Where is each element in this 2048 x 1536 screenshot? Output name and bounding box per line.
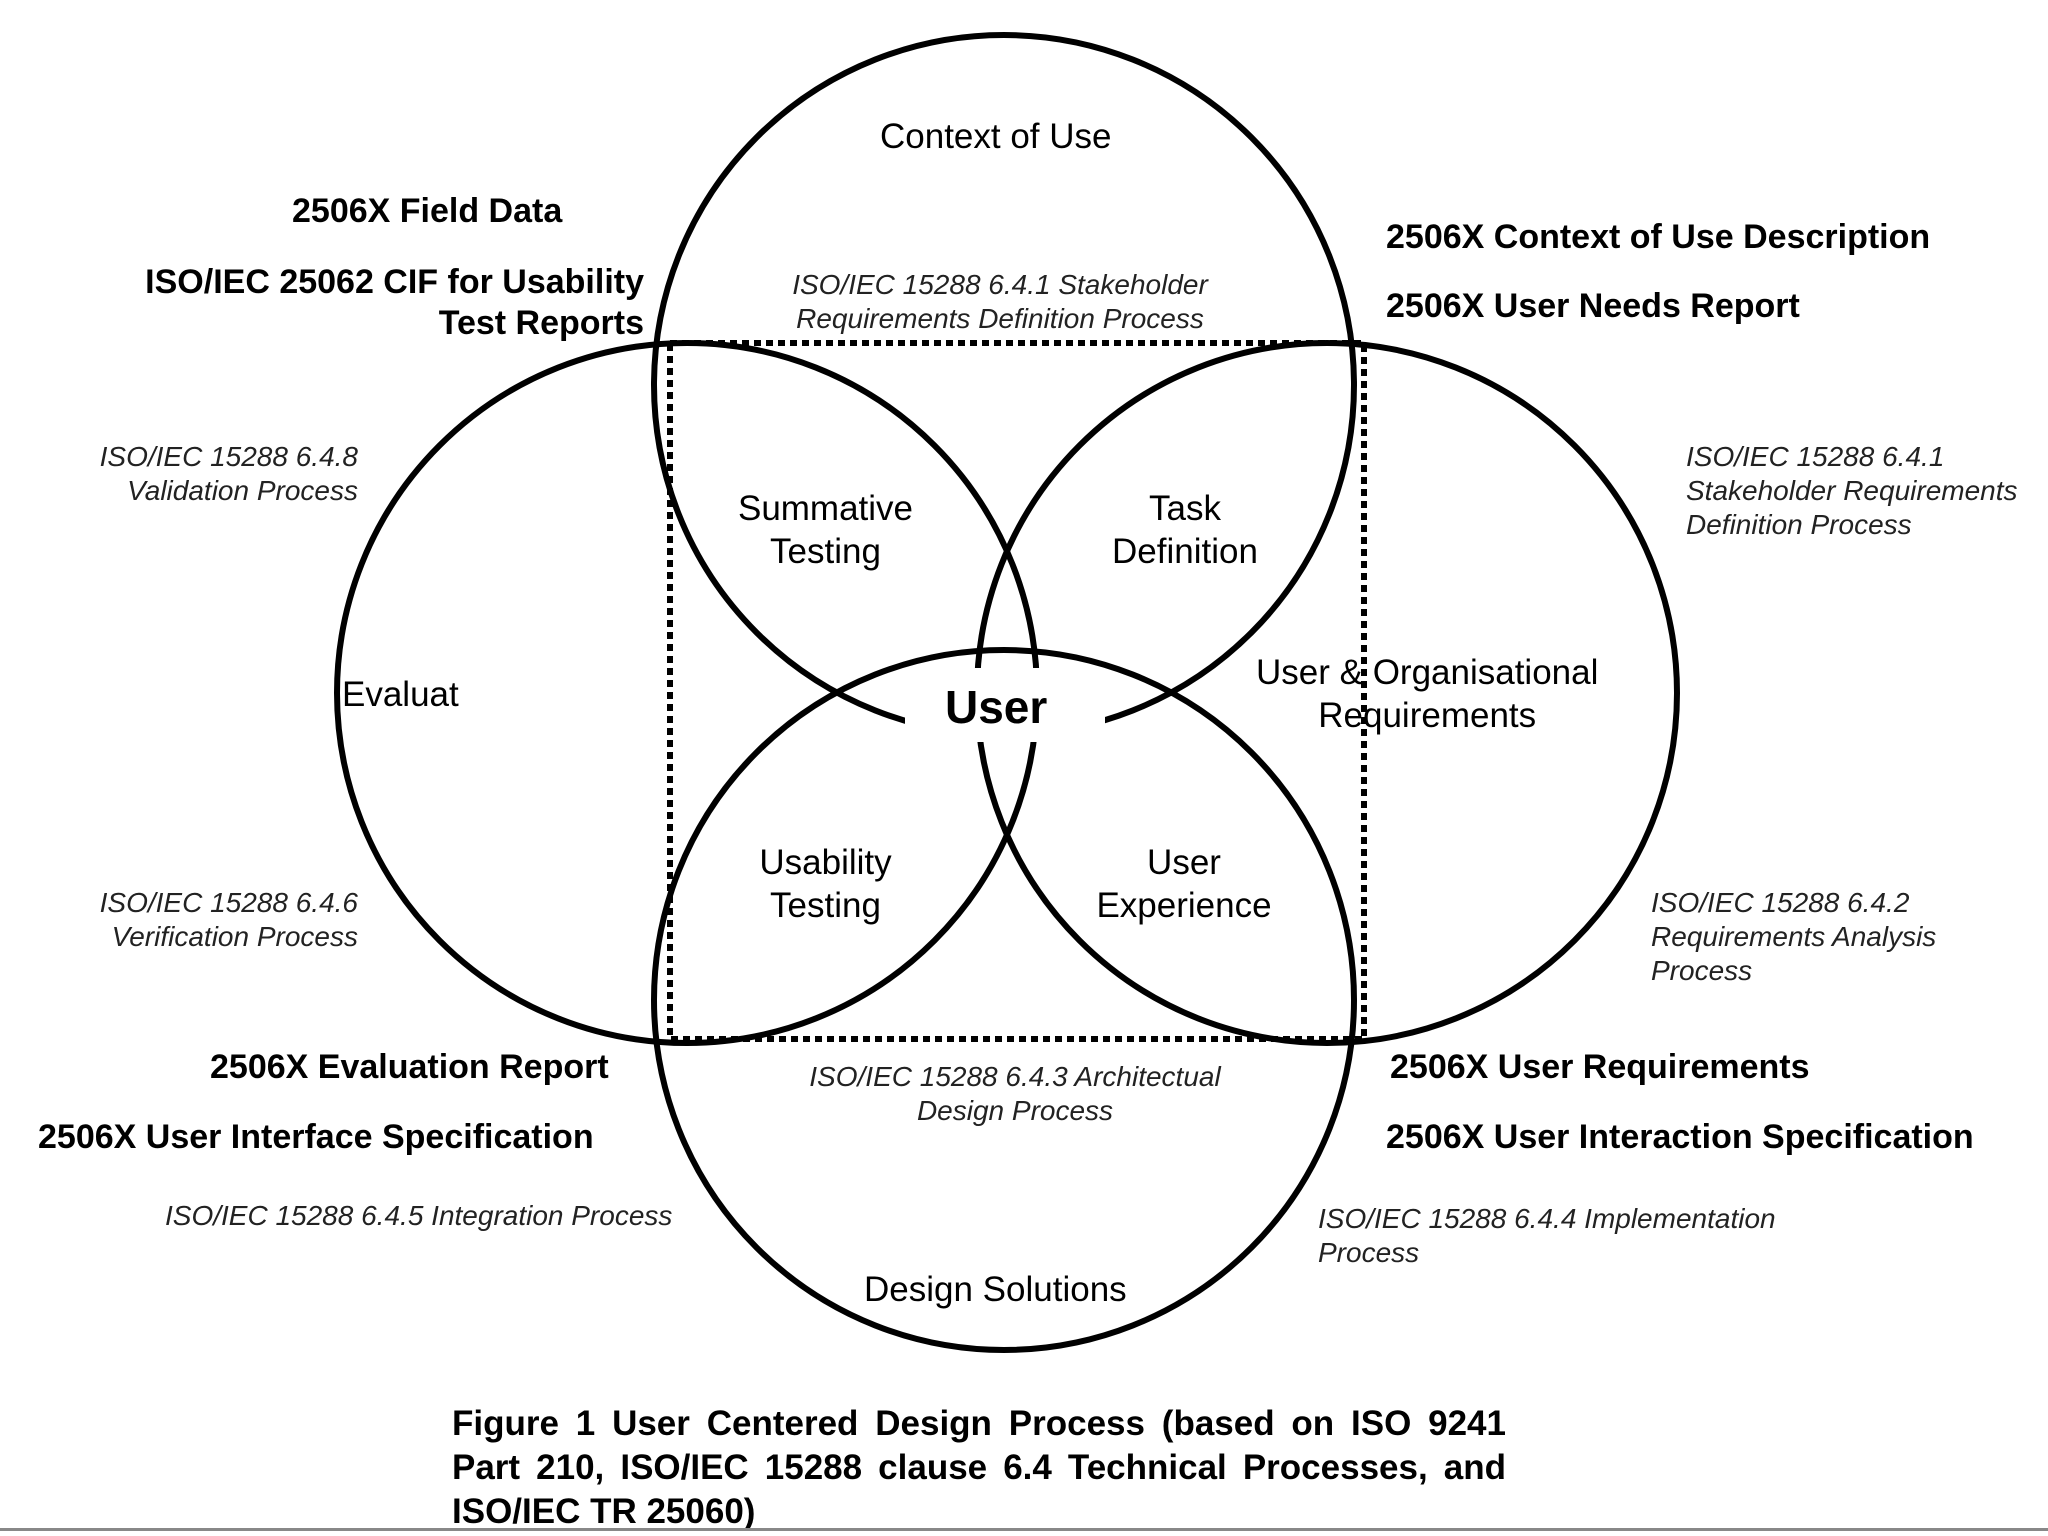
label-summative-testing: Summative Testing xyxy=(737,489,914,571)
circle-design-solutions xyxy=(651,647,1357,1353)
label-user: User xyxy=(945,681,1048,733)
output-user-needs: 2506X User Needs Report xyxy=(1386,287,1800,325)
process-verification: ISO/IEC 15288 6.4.6 Verification Process xyxy=(99,887,358,953)
process-implementation: ISO/IEC 15288 6.4.4 Implementation Proce… xyxy=(1318,1203,1776,1269)
label-user-experience: User Experience xyxy=(1096,843,1272,925)
process-architectural: ISO/IEC 15288 6.4.3 Architectual Design … xyxy=(809,1061,1221,1127)
output-field-data: 2506X Field Data xyxy=(292,192,563,230)
process-requirements-analysis: ISO/IEC 15288 6.4.2 Requirements Analysi… xyxy=(1651,887,1937,987)
label-task-definition: Task Definition xyxy=(1112,489,1258,571)
label-user-organisational-requirements: User & Organisational Requirements xyxy=(1256,653,1599,735)
figure-caption: Figure 1 User Centered Design Process (b… xyxy=(452,1404,1506,1531)
label-context-of-use: Context of Use xyxy=(880,117,1112,156)
output-context-description: 2506X Context of Use Description xyxy=(1386,218,1931,256)
process-stakeholder-right: ISO/IEC 15288 6.4.1 Stakeholder Requirem… xyxy=(1686,441,2018,541)
output-user-requirements: 2506X User Requirements xyxy=(1390,1048,1810,1086)
page-bottom-rule xyxy=(0,1528,2048,1531)
label-design-solutions: Design Solutions xyxy=(864,1270,1127,1309)
output-cif-reports: ISO/IEC 25062 CIF for Usability Test Rep… xyxy=(145,263,644,343)
label-usability-testing: Usability Testing xyxy=(759,843,892,925)
label-evaluation: Evaluat xyxy=(342,675,459,714)
output-ui-spec: 2506X User Interface Specification xyxy=(38,1118,594,1156)
output-evaluation-report: 2506X Evaluation Report xyxy=(210,1048,609,1086)
process-validation: ISO/IEC 15288 6.4.8 Validation Process xyxy=(99,441,358,507)
process-stakeholder-top: ISO/IEC 15288 6.4.1 Stakeholder Requirem… xyxy=(792,269,1208,335)
output-interaction-spec: 2506X User Interaction Specification xyxy=(1386,1118,1974,1156)
center-label-background xyxy=(905,668,1105,742)
process-integration: ISO/IEC 15288 6.4.5 Integration Process xyxy=(165,1200,673,1231)
